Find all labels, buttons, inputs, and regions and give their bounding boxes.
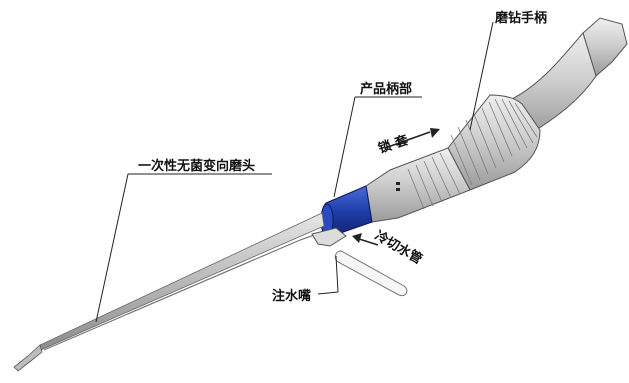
sleeve-mark — [396, 182, 400, 185]
handpiece-label: 磨钻手柄 — [495, 10, 547, 26]
lock-arrow — [384, 128, 440, 149]
handpiece-body — [365, 17, 628, 223]
product-handle-label: 产品柄部 — [360, 81, 412, 97]
cooling-arrow — [352, 233, 379, 246]
lock-sleeve-label: 锁 套 — [376, 132, 411, 157]
water-nozzle-label: 注水嘴 — [272, 288, 311, 304]
product-handle-blue — [320, 185, 373, 237]
water-nozzle — [311, 227, 347, 247]
disposable-bur-label: 一次性无菌变向磨头 — [138, 158, 255, 174]
cooling-water-tube — [334, 250, 408, 297]
cooling-tube-label: 冷切水管 — [372, 228, 425, 268]
grip-rings — [450, 98, 538, 186]
sleeve-mark — [396, 188, 400, 191]
lock-sleeve-rings — [407, 152, 461, 210]
leader-lines — [95, 21, 494, 323]
